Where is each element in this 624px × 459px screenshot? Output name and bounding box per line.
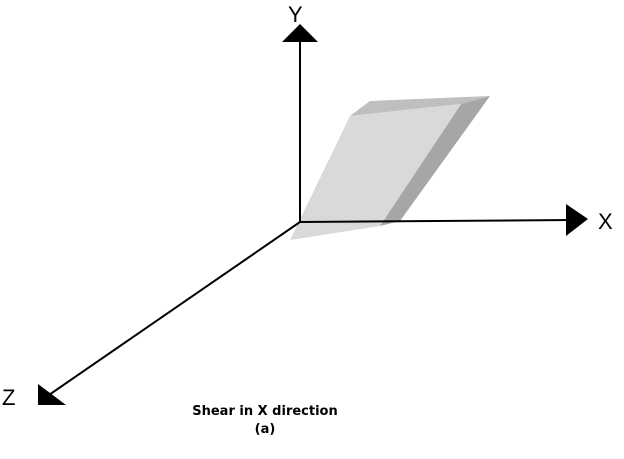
z-axis: Z <box>2 221 301 410</box>
y-axis: Y <box>282 2 318 222</box>
x-axis-label: X <box>598 209 613 234</box>
y-axis-label: Y <box>288 2 303 27</box>
z-axis-line <box>45 221 301 398</box>
x-axis-line <box>299 219 573 223</box>
box-front-face <box>290 104 461 240</box>
caption-subtitle: (a) <box>254 422 276 437</box>
x-axis: X <box>299 204 613 236</box>
sheared-box <box>290 96 490 240</box>
z-axis-label: Z <box>2 385 15 410</box>
box-side-face <box>380 96 490 226</box>
box-top-face <box>350 96 490 116</box>
y-axis-arrowhead <box>282 24 318 42</box>
x-axis-arrowhead <box>566 204 588 236</box>
caption-title: Shear in X direction <box>192 404 338 419</box>
z-axis-arrowhead <box>38 384 66 405</box>
